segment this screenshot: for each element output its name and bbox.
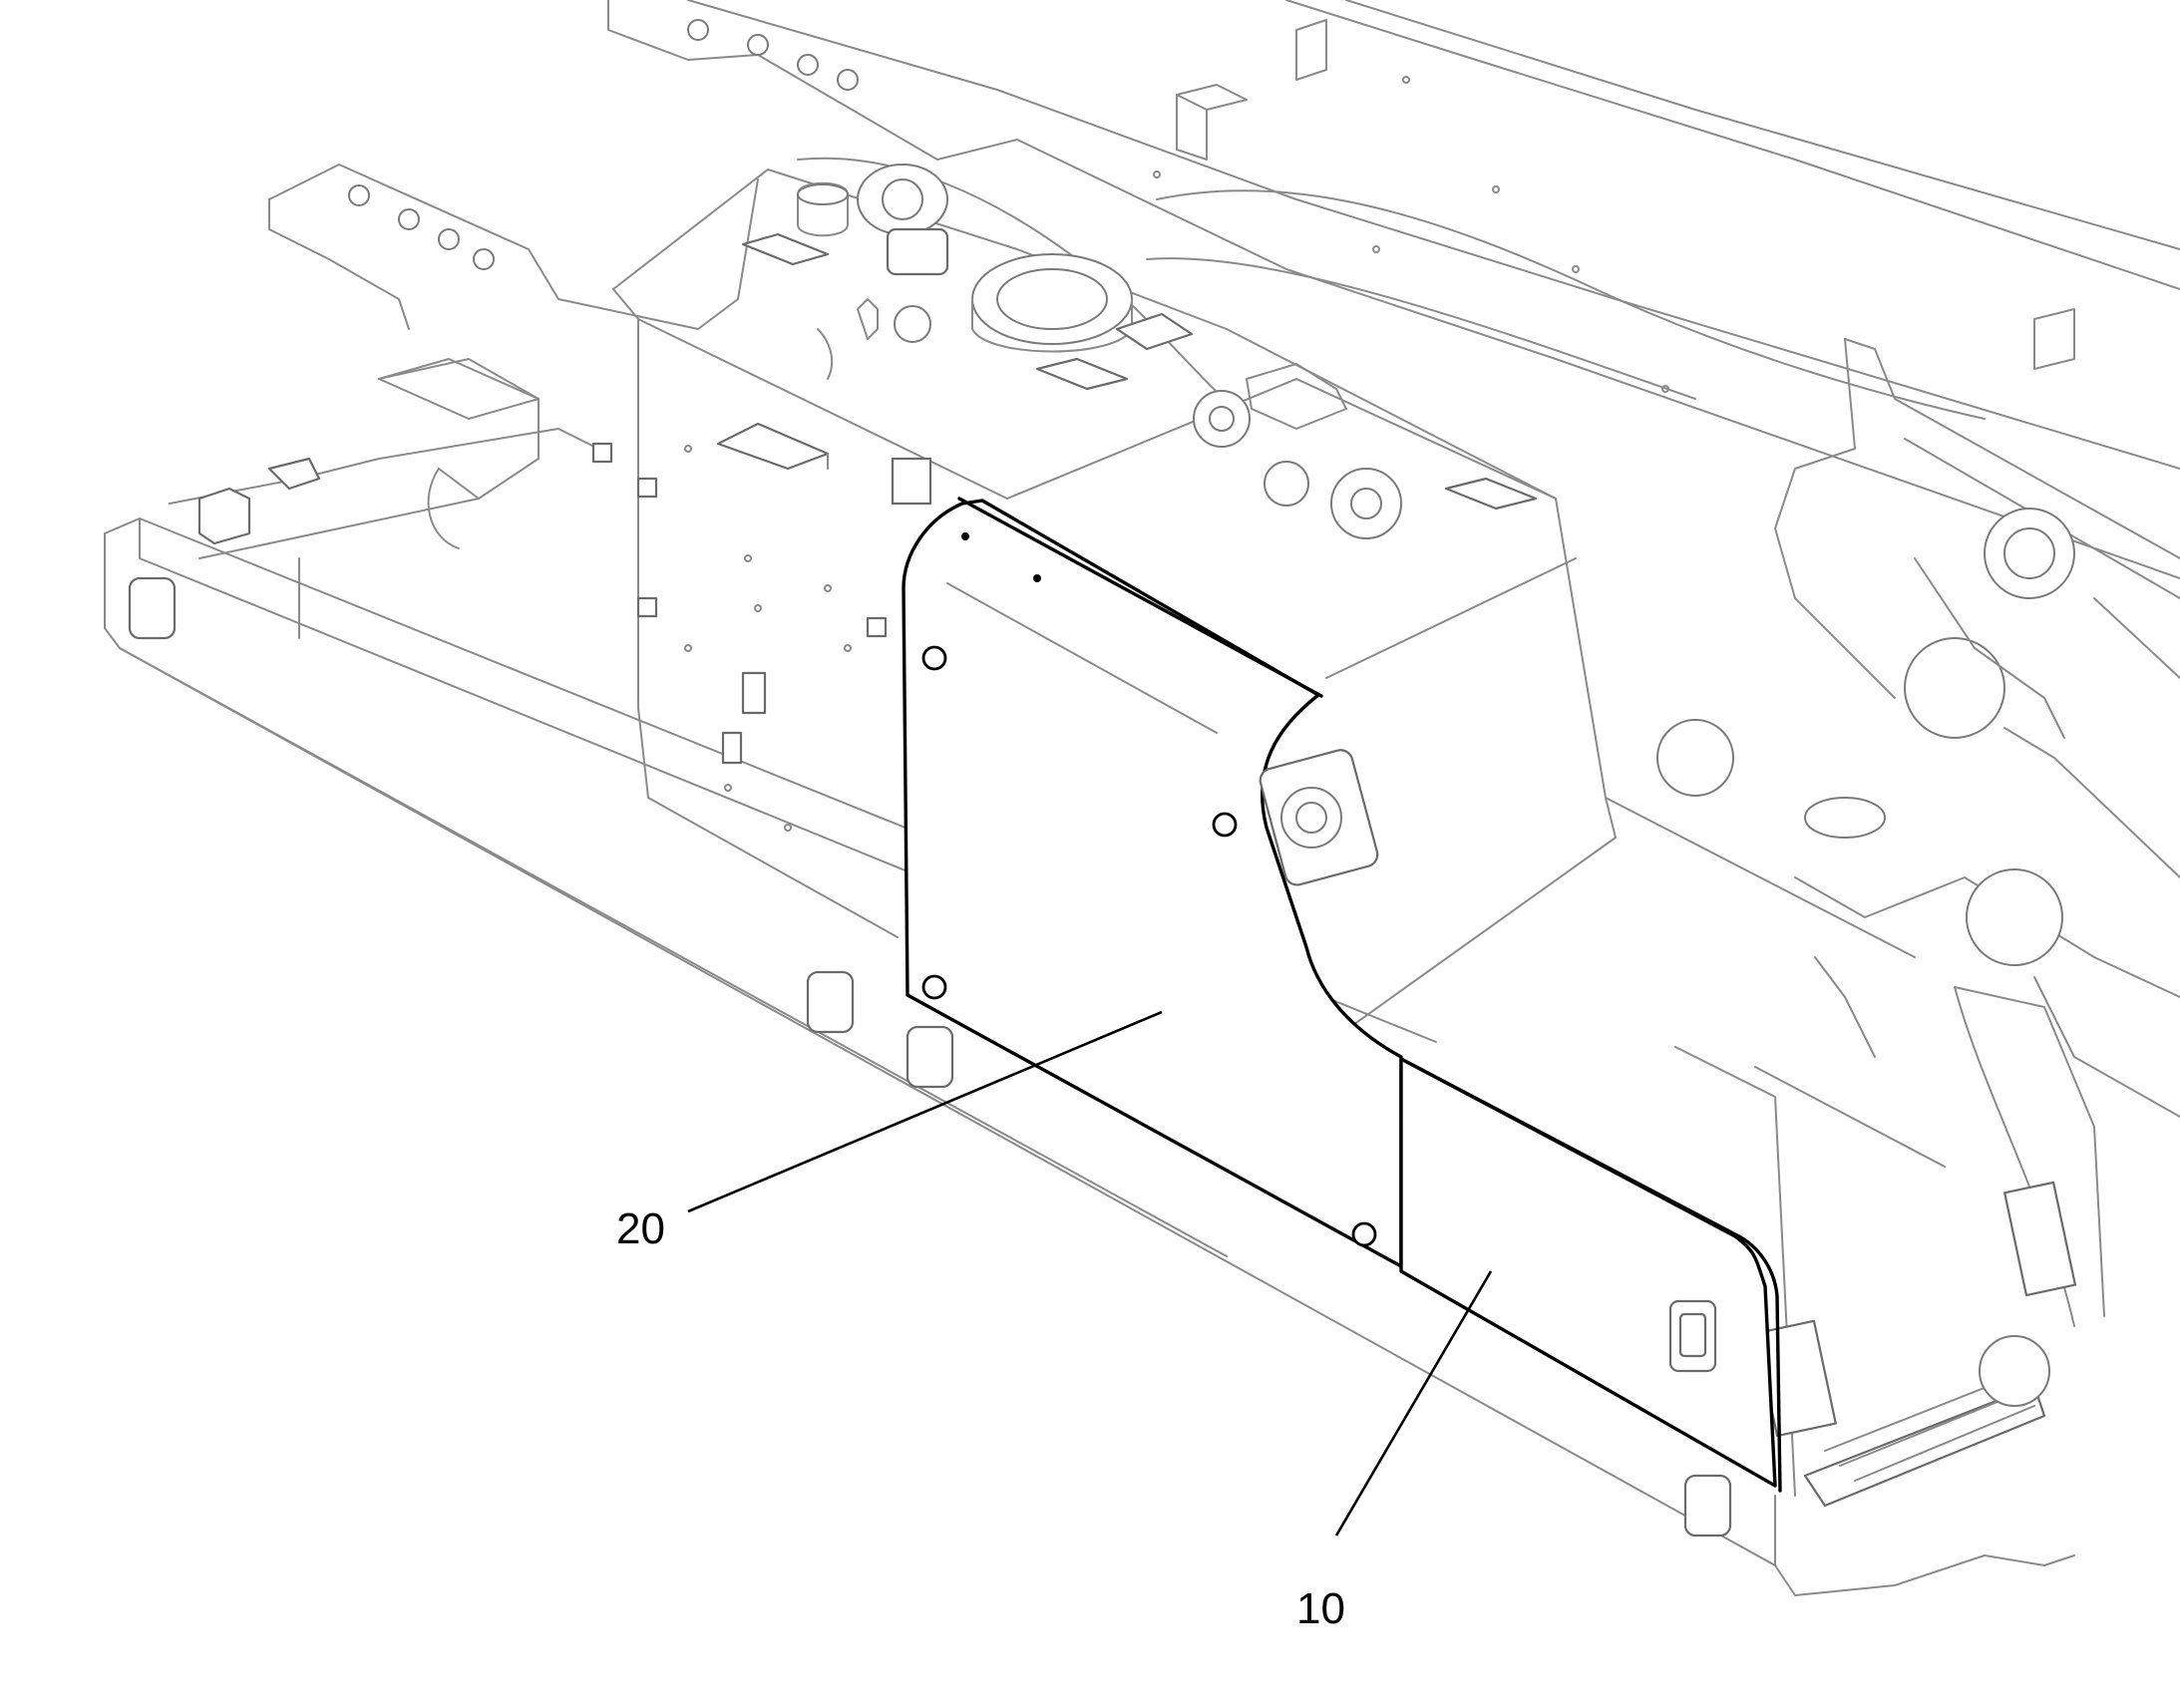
callout-20-label: 20 — [616, 1204, 665, 1253]
chassis-frame — [104, 0, 2180, 1596]
callout-10-label: 10 — [1296, 1584, 1345, 1633]
cover-panel-10 — [1399, 1057, 1782, 1493]
callout-10: 10 — [1296, 1270, 1493, 1633]
cover-panel-20 — [902, 497, 1403, 1268]
callout-20: 20 — [616, 1010, 1163, 1253]
